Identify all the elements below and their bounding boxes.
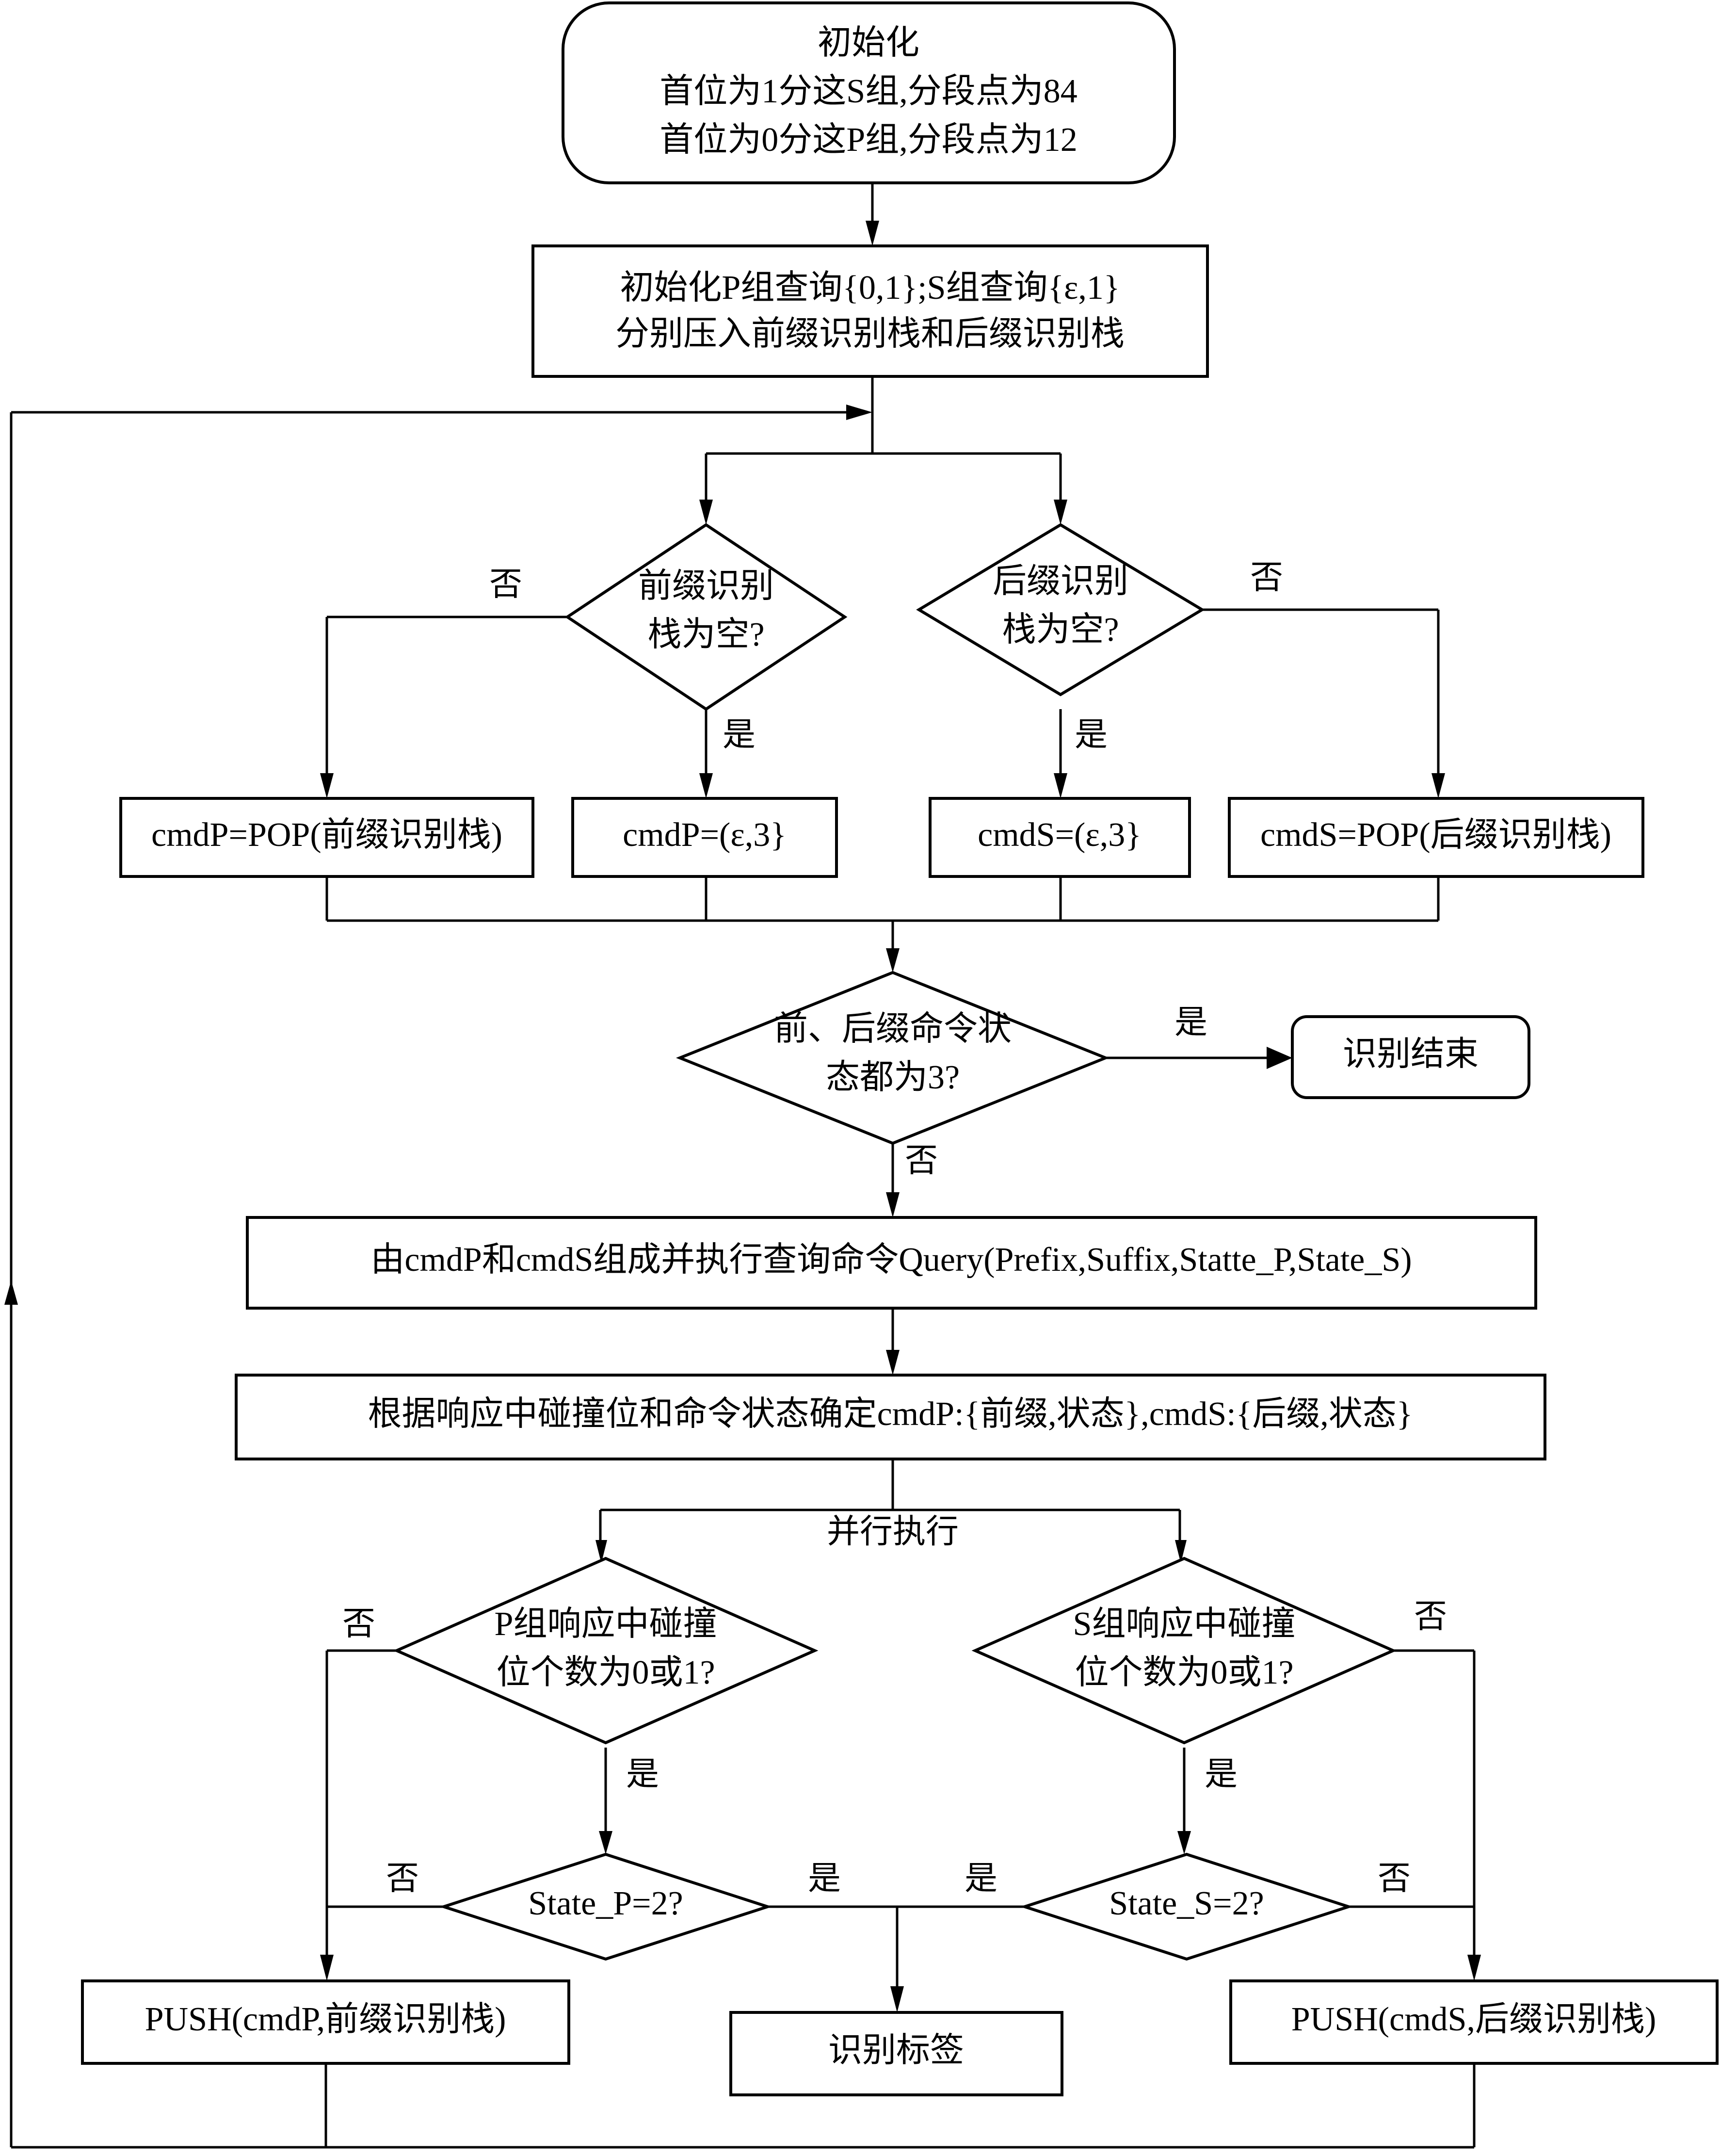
label-p-collision-yes: 是	[626, 1756, 659, 1793]
arrowhead-icon	[4, 1281, 18, 1305]
label-s-collision-no: 否	[1414, 1598, 1447, 1635]
init-line-1: 初始化P组查询{0,1};S组查询{ε,1}	[620, 269, 1120, 307]
label-s-collision-yes: 是	[1205, 1756, 1238, 1793]
arrowhead-icon	[699, 500, 713, 525]
init-line-2: 分别压入前缀识别栈和后缀识别栈	[615, 315, 1125, 353]
identify-tag-text: 识别标签	[828, 2032, 964, 2069]
s-collision-line-2: 位个数为0或1?	[1075, 1654, 1293, 1691]
p-collision-decision: P组响应中碰撞 位个数为0或1?	[393, 1556, 819, 1745]
pop-suffix-node: cmdS=POP(后缀识别栈)	[1228, 797, 1644, 878]
prefix-empty-line-2: 栈为空?	[647, 616, 764, 653]
init-queries-node: 初始化P组查询{0,1};S组查询{ε,1} 分别压入前缀识别栈和后缀识别栈	[531, 244, 1209, 378]
set-suffix-eps-text: cmdS=(ε,3}	[978, 816, 1142, 854]
state-s-text: State_S=2?	[1109, 1885, 1264, 1922]
push-suffix-text: PUSH(cmdS,后缀识别栈)	[1291, 2001, 1657, 2038]
start-line-3: 首位为0分这P组,分段点为12	[659, 121, 1077, 159]
arrowhead-icon	[320, 1955, 334, 1981]
set-prefix-eps-text: cmdP=(ε,3}	[623, 816, 787, 854]
suffix-empty-decision: 后缀识别 栈为空?	[916, 523, 1205, 697]
push-suffix-node: PUSH(cmdS,后缀识别栈)	[1229, 1979, 1719, 2065]
start-line-2: 首位为1分这S组,分段点为84	[659, 73, 1077, 110]
arrowhead-icon	[886, 1350, 900, 1375]
end-text: 识别结束	[1343, 1036, 1479, 1073]
set-prefix-eps-node: cmdP=(ε,3}	[571, 797, 838, 878]
state-s-decision: State_S=2?	[1020, 1852, 1353, 1961]
identify-tag-node: 识别标签	[729, 2011, 1063, 2096]
arrowhead-icon	[595, 1540, 607, 1563]
determine-node: 根据响应中碰撞位和命令状态确定cmdP:{前缀,状态},cmdS:{后缀,状态}	[235, 1374, 1546, 1460]
arrowhead-icon	[886, 948, 900, 973]
label-state3-yes: 是	[1174, 1004, 1207, 1041]
suffix-empty-line-1: 后缀识别	[993, 563, 1128, 600]
arrowhead-icon	[1431, 773, 1445, 798]
arrowhead-icon	[1467, 1955, 1481, 1981]
arrowhead-icon	[886, 1192, 900, 1217]
label-suffix-yes: 是	[1075, 716, 1108, 753]
label-state-s-no: 否	[1378, 1860, 1411, 1897]
arrowhead-icon	[1054, 773, 1067, 798]
s-collision-line-1: S组响应中碰撞	[1073, 1605, 1296, 1643]
push-prefix-node: PUSH(cmdP,前缀识别栈)	[81, 1979, 570, 2065]
start-line-1: 初始化	[818, 24, 919, 62]
p-collision-line-2: 位个数为0或1?	[496, 1654, 715, 1691]
label-prefix-no: 否	[489, 566, 522, 603]
query-text: 由cmdP和cmdS组成并执行查询命令Query(Prefix,Suffix,S…	[370, 1241, 1412, 1279]
arrowhead-icon	[1177, 1831, 1191, 1854]
arrowhead-icon	[320, 773, 334, 798]
prefix-empty-decision: 前缀识别 栈为空?	[564, 523, 848, 711]
both-state3-line-1: 前、后缀命令状	[774, 1010, 1012, 1048]
set-suffix-eps-node: cmdS=(ε,3}	[929, 797, 1191, 878]
determine-text: 根据响应中碰撞位和命令状态确定cmdP:{前缀,状态},cmdS:{后缀,状态}	[368, 1395, 1413, 1433]
label-state-p-no: 否	[386, 1860, 419, 1897]
arrowhead-icon	[846, 405, 872, 420]
arrowhead-icon	[699, 773, 713, 798]
label-prefix-yes: 是	[723, 716, 756, 753]
suffix-empty-line-2: 栈为空?	[1002, 611, 1119, 648]
arrowhead-icon	[1267, 1047, 1292, 1069]
end-node: 识别结束	[1291, 1015, 1530, 1099]
query-node: 由cmdP和cmdS组成并执行查询命令Query(Prefix,Suffix,S…	[246, 1216, 1537, 1310]
p-collision-line-1: P组响应中碰撞	[495, 1605, 717, 1643]
arrowhead-icon	[866, 221, 879, 246]
start-node: 初始化 首位为1分这S组,分段点为84 首位为0分这P组,分段点为12	[562, 1, 1176, 184]
push-prefix-text: PUSH(cmdP,前缀识别栈)	[145, 2001, 506, 2038]
pop-prefix-text: cmdP=POP(前缀识别栈)	[151, 816, 502, 854]
arrowhead-icon	[1175, 1540, 1187, 1563]
pop-suffix-text: cmdS=POP(后缀识别栈)	[1260, 816, 1611, 854]
pop-prefix-node: cmdP=POP(前缀识别栈)	[119, 797, 534, 878]
state-p-text: State_P=2?	[528, 1885, 683, 1922]
arrowhead-icon	[1054, 500, 1067, 525]
both-state3-line-2: 态都为3?	[826, 1059, 960, 1096]
label-state-p-yes: 是	[808, 1860, 841, 1897]
state-p-decision: State_P=2?	[439, 1852, 772, 1961]
arrowhead-icon	[890, 1986, 904, 2012]
label-parallel: 并行执行	[827, 1513, 959, 1550]
label-suffix-no: 否	[1250, 559, 1283, 596]
both-state3-decision: 前、后缀命令状 态都为3?	[676, 971, 1110, 1145]
label-state3-no: 否	[905, 1142, 938, 1179]
prefix-empty-line-1: 前缀识别	[638, 567, 774, 605]
connectors	[4, 183, 1481, 2149]
label-state-s-yes: 是	[965, 1860, 997, 1897]
label-p-collision-no: 否	[342, 1605, 375, 1642]
arrowhead-icon	[599, 1831, 612, 1854]
s-collision-decision: S组响应中碰撞 位个数为0或1?	[971, 1556, 1397, 1745]
